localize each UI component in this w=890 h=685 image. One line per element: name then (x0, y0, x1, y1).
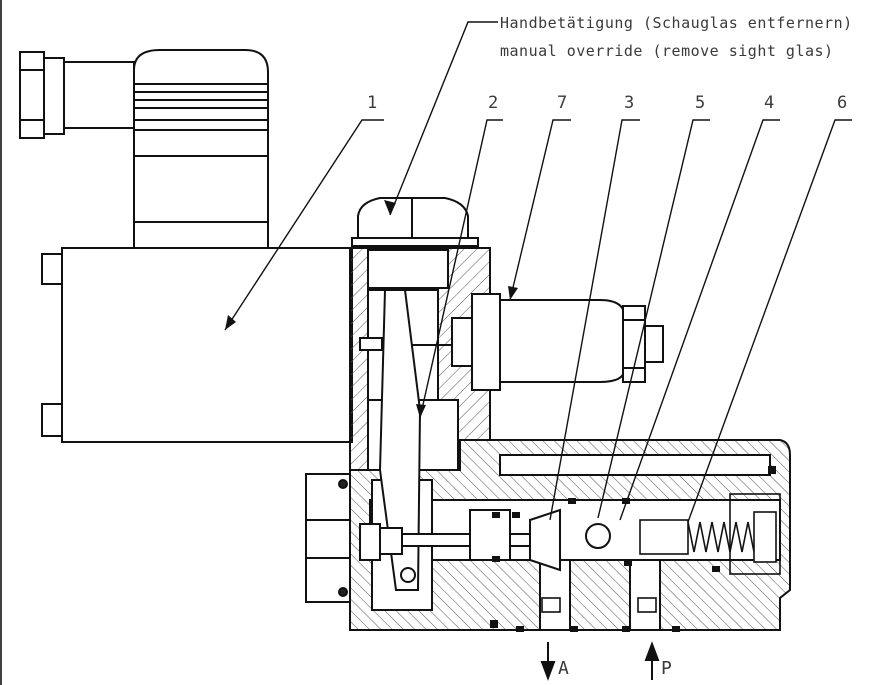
valve-housing-lower (349, 439, 791, 631)
connector-plug (19, 49, 269, 249)
annotation-line-german: Handbetätigung (Schauglas entfernern) (500, 14, 853, 32)
part-number-2: 2 (488, 93, 498, 113)
left-end-cap (305, 473, 351, 603)
ball-seat (585, 523, 611, 549)
sight-glass-cap (351, 197, 479, 247)
pressure-sensor-body (359, 293, 664, 391)
port-check-valves (541, 597, 657, 613)
leader-arrowheads (225, 200, 518, 418)
annotation-line-english: manual override (remove sight glas) (500, 42, 834, 60)
lever-armature (359, 289, 422, 591)
part-number-4: 4 (764, 93, 774, 113)
return-spring (639, 493, 781, 575)
part-number-5: 5 (695, 93, 705, 113)
part-number-7: 7 (557, 93, 567, 113)
valve-stem (401, 508, 561, 572)
port-label-p: P (661, 658, 672, 679)
port-arrows (540, 641, 660, 681)
o-ring-seals (490, 466, 776, 632)
solenoid-coil-body (41, 247, 353, 443)
part-number-6: 6 (837, 93, 847, 113)
part-number-1: 1 (367, 93, 377, 113)
port-label-a: A (558, 658, 569, 679)
part-number-3: 3 (624, 93, 634, 113)
leader-lines (224, 21, 852, 523)
